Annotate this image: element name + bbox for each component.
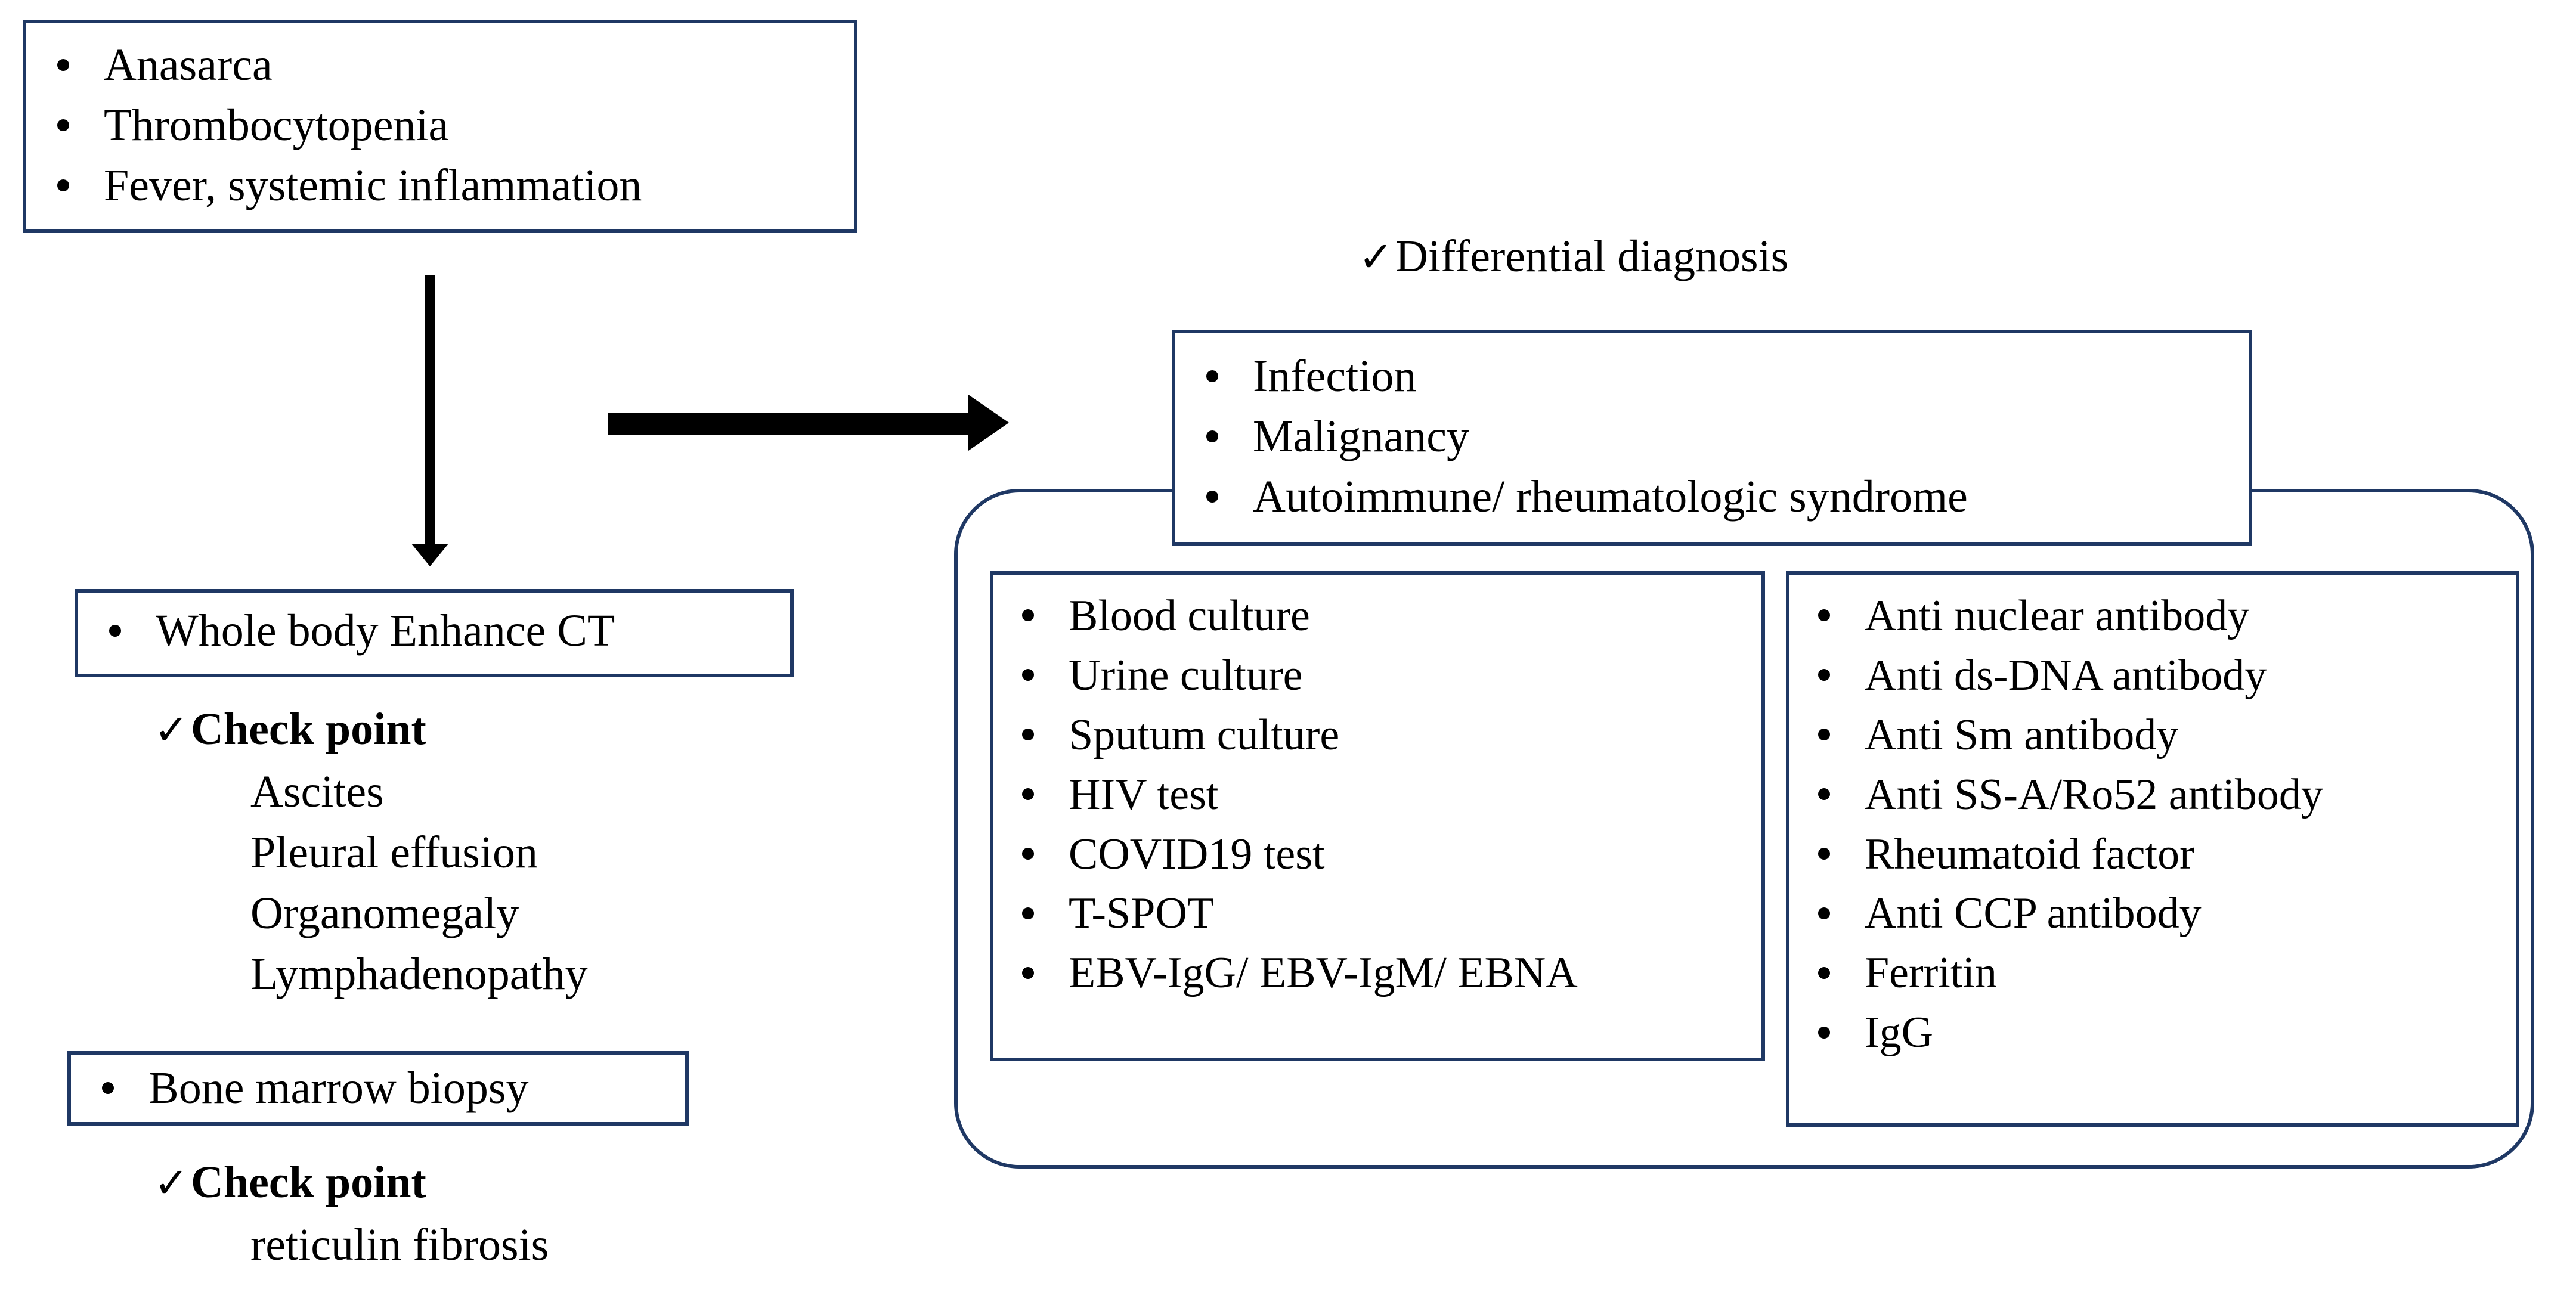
differential-item-label: Malignancy — [1253, 411, 1470, 462]
sub-item-label: Ascites — [250, 767, 384, 817]
autoimmune-item-label: Anti ds-DNA antibody — [1865, 650, 2267, 700]
biopsy-list: Bone marrow biopsy — [82, 1058, 528, 1118]
down-arrow-stem — [425, 275, 435, 545]
autoimmune-item-label: Anti Sm antibody — [1865, 710, 2179, 760]
differential-list: Infection Malignancy Autoimmune/ rheumat… — [1186, 346, 1968, 527]
list-item: Anti nuclear antibody — [1798, 587, 2323, 646]
list-item: Urine culture — [1002, 646, 1578, 706]
imaging-checkpoint-item-ascites: Ascites — [250, 765, 384, 819]
down-arrow-head — [411, 544, 448, 566]
list-item: Anti CCP antibody — [1798, 884, 2323, 944]
list-item: HIV test — [1002, 765, 1578, 825]
infectious-item-label: HIV test — [1069, 770, 1219, 819]
symptoms-item-label: Fever, systemic inflammation — [104, 160, 642, 211]
sub-item-label: reticulin fibrosis — [250, 1220, 549, 1270]
differential-item-label: Autoimmune/ rheumatologic syndrome — [1253, 472, 1968, 522]
differential-item-label: Infection — [1253, 351, 1417, 401]
infectious-item-label: Urine culture — [1069, 650, 1303, 700]
infectious-item-label: Sputum culture — [1069, 710, 1340, 760]
autoimmune-item-label: Anti nuclear antibody — [1865, 591, 2250, 640]
imaging-checkpoint-item-lymphadenopathy: Lymphadenopathy — [250, 947, 588, 1002]
list-item: Rheumatoid factor — [1798, 825, 2323, 885]
sub-item-label: Organomegaly — [250, 888, 519, 938]
list-item: Anti ds-DNA antibody — [1798, 646, 2323, 706]
check-icon: ✓ — [1358, 235, 1394, 281]
sub-item-label: Lymphadenopathy — [250, 949, 588, 999]
right-arrow-head — [968, 395, 1009, 451]
right-arrow — [608, 395, 1009, 451]
infectious-item-label: EBV-IgG/ EBV-IgM/ EBNA — [1069, 949, 1578, 998]
symptoms-list: Anasarca Thrombocytopenia Fever, systemi… — [37, 35, 642, 216]
biopsy-item-label: Bone marrow biopsy — [148, 1063, 529, 1113]
autoimmune-item-label: Rheumatoid factor — [1865, 829, 2194, 879]
check-icon: ✓ — [154, 1161, 189, 1207]
list-item: Malignancy — [1186, 407, 1968, 467]
list-item: Blood culture — [1002, 587, 1578, 646]
list-item: Bone marrow biopsy — [82, 1058, 528, 1118]
infectious-item-label: T-SPOT — [1069, 889, 1215, 938]
list-item: Ferritin — [1798, 944, 2323, 1003]
infectious-item-label: Blood culture — [1069, 591, 1310, 640]
imaging-checkpoint-label: Check point — [191, 704, 426, 754]
right-arrow-stem — [608, 413, 968, 435]
infectious-item-label: COVID19 test — [1069, 829, 1325, 879]
autoimmune-workup-box: Anti nuclear antibody Anti ds-DNA antibo… — [1786, 571, 2519, 1127]
imaging-checkpoint-item-organomegaly: Organomegaly — [250, 887, 519, 941]
symptoms-item-label: Anasarca — [104, 40, 273, 90]
list-item: EBV-IgG/ EBV-IgM/ EBNA — [1002, 944, 1578, 1003]
autoimmune-item-label: Anti SS-A/Ro52 antibody — [1865, 770, 2323, 819]
list-item: Thrombocytopenia — [37, 95, 642, 156]
list-item: Infection — [1186, 346, 1968, 407]
infectious-workup-box: Blood culture Urine culture Sputum cultu… — [990, 571, 1765, 1061]
list-item: T-SPOT — [1002, 884, 1578, 944]
autoimmune-item-label: Ferritin — [1865, 949, 1997, 998]
infectious-workup-list: Blood culture Urine culture Sputum cultu… — [1002, 587, 1578, 1003]
autoimmune-workup-list: Anti nuclear antibody Anti ds-DNA antibo… — [1798, 587, 2323, 1063]
imaging-box: Whole body Enhance CT — [75, 589, 794, 677]
list-item: Fever, systemic inflammation — [37, 156, 642, 216]
imaging-item-label: Whole body Enhance CT — [156, 606, 615, 656]
list-item: Anti Sm antibody — [1798, 706, 2323, 765]
biopsy-box: Bone marrow biopsy — [67, 1051, 689, 1126]
imaging-list: Whole body Enhance CT — [89, 601, 615, 661]
symptoms-box: Anasarca Thrombocytopenia Fever, systemi… — [23, 20, 857, 233]
list-item: Anasarca — [37, 35, 642, 95]
differential-diagnosis-label: Differential diagnosis — [1395, 231, 1789, 281]
down-arrow — [411, 275, 448, 566]
autoimmune-item-label: Anti CCP antibody — [1865, 889, 2202, 938]
list-item: IgG — [1798, 1003, 2323, 1063]
list-item: Whole body Enhance CT — [89, 601, 615, 661]
list-item: Sputum culture — [1002, 706, 1578, 765]
sub-item-label: Pleural effusion — [250, 827, 538, 878]
list-item: COVID19 test — [1002, 825, 1578, 885]
differential-diagnosis-heading: ✓Differential diagnosis — [1358, 230, 1788, 284]
biopsy-checkpoint-item-reticulin-fibrosis: reticulin fibrosis — [250, 1218, 549, 1272]
check-icon: ✓ — [154, 708, 189, 754]
imaging-checkpoint-item-pleural-effusion: Pleural effusion — [250, 826, 538, 880]
differential-box: Infection Malignancy Autoimmune/ rheumat… — [1172, 330, 2252, 546]
biopsy-checkpoint-label: Check point — [191, 1157, 426, 1207]
list-item: Anti SS-A/Ro52 antibody — [1798, 765, 2323, 825]
biopsy-checkpoint-heading: ✓Check point — [154, 1155, 426, 1210]
imaging-checkpoint-heading: ✓Check point — [154, 702, 426, 757]
list-item: Autoimmune/ rheumatologic syndrome — [1186, 467, 1968, 527]
autoimmune-item-label: IgG — [1865, 1008, 1934, 1058]
symptoms-item-label: Thrombocytopenia — [104, 100, 449, 151]
